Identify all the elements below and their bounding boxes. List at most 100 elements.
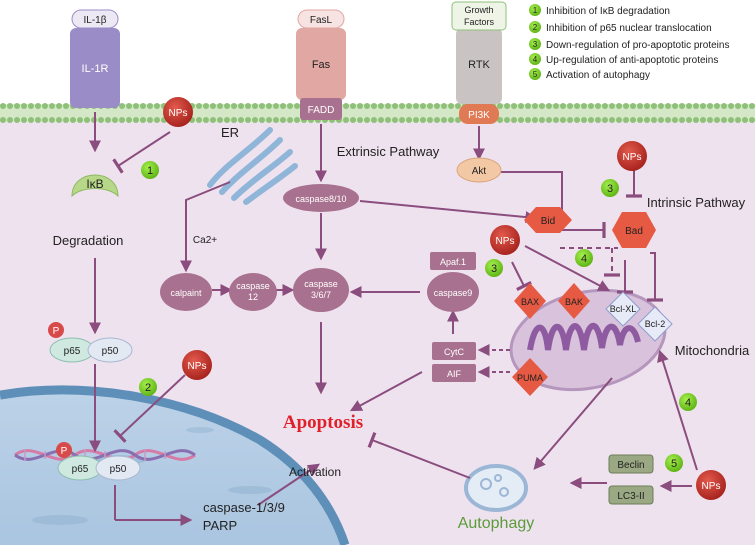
membrane-lipid-head [49, 117, 55, 123]
membrane-lipid-head [427, 103, 433, 109]
membrane-lipid-head [140, 103, 146, 109]
membrane-lipid-head [21, 103, 27, 109]
membrane-lipid-head [14, 117, 20, 123]
membrane-lipid-head [238, 117, 244, 123]
membrane-lipid-head [679, 117, 685, 123]
membrane-lipid-head [693, 117, 699, 123]
membrane-lipid-head [28, 117, 34, 123]
svg-text:Activation of autophagy: Activation of autophagy [546, 70, 650, 81]
membrane-lipid-head [595, 117, 601, 123]
membrane-lipid-head [259, 117, 265, 123]
membrane-lipid-head [539, 103, 545, 109]
membrane-lipid-head [497, 103, 503, 109]
membrane-lipid-head [630, 103, 636, 109]
membrane-lipid-head [588, 103, 594, 109]
membrane-lipid-head [623, 103, 629, 109]
badge-3b: 3 [485, 259, 503, 277]
membrane-lipid-head [378, 117, 384, 123]
svg-text:1: 1 [147, 165, 153, 177]
caspase367-node: caspase 3/6/7 [293, 268, 349, 312]
membrane-lipid-head [644, 117, 650, 123]
pathway-connectors [89, 112, 698, 526]
membrane-lipid-head [721, 103, 727, 109]
membrane-lipid-head [455, 117, 461, 123]
membrane-lipid-head [266, 117, 272, 123]
membrane-lipid-head [385, 103, 391, 109]
membrane-lipid-head [553, 117, 559, 123]
membrane-lipid-head [119, 117, 125, 123]
nps-particle-5: NPs [696, 470, 726, 500]
membrane-lipid-head [665, 103, 671, 109]
legend: 1 Inhibition of IκB degradation 2 Inhibi… [529, 4, 729, 81]
membrane-lipid-head [434, 117, 440, 123]
membrane-lipid-head [581, 117, 587, 123]
membrane-lipid-head [532, 103, 538, 109]
growth-factors-line2: Factors [464, 17, 495, 27]
membrane-lipid-head [343, 117, 349, 123]
membrane-lipid-head [609, 117, 615, 123]
aif-node: AIF [432, 364, 476, 382]
membrane-lipid-head [574, 103, 580, 109]
bcl2-node: Bcl-2 [637, 306, 673, 342]
membrane-lipid-head [0, 103, 6, 109]
membrane-lipid-head [644, 103, 650, 109]
membrane-lipid-head [84, 117, 90, 123]
nfkb-complex-nucleus: P p65 p50 [56, 442, 141, 481]
membrane-lipid-head [238, 103, 244, 109]
membrane-lipid-head [399, 103, 405, 109]
bak-label: BAK [565, 297, 583, 307]
beclin-label: Beclin [617, 460, 644, 471]
nps-particle-1: NPs [163, 97, 193, 127]
membrane-lipid-head [112, 117, 118, 123]
membrane-lipid-head [539, 117, 545, 123]
svg-text:Inhibition of p65 nuclear tran: Inhibition of p65 nuclear translocation [546, 23, 712, 34]
membrane-lipid-head [140, 117, 146, 123]
badge-1: 1 [141, 161, 159, 179]
svg-text:3: 3 [491, 263, 497, 275]
membrane-lipid-head [441, 117, 447, 123]
membrane-lipid-head [714, 103, 720, 109]
membrane-lipid-head [448, 117, 454, 123]
membrane-lipid-head [196, 117, 202, 123]
membrane-lipid-head [441, 103, 447, 109]
membrane-lipid-head [455, 103, 461, 109]
caspase9-node: Apaf.1 caspase9 [427, 252, 479, 312]
svg-text:5: 5 [671, 458, 677, 470]
membrane-lipid-head [224, 103, 230, 109]
membrane-lipid-head [357, 103, 363, 109]
membrane-lipid-head [280, 117, 286, 123]
membrane-lipid-head [252, 117, 258, 123]
membrane-lipid-head [42, 103, 48, 109]
cytc-node: CytC [432, 342, 476, 360]
membrane-lipid-head [371, 103, 377, 109]
bid-node: Bid [524, 207, 572, 233]
membrane-lipid-head [651, 117, 657, 123]
svg-text:3: 3 [607, 183, 613, 195]
apoptosis-label: Apoptosis [283, 412, 363, 433]
extrinsic-pathway-label: Extrinsic Pathway [337, 144, 440, 159]
il1b-label: IL-1β [84, 15, 107, 26]
membrane-lipid-head [672, 103, 678, 109]
membrane-lipid-head [196, 103, 202, 109]
puma-label: PUMA [517, 373, 543, 383]
cytc-label: CytC [444, 347, 465, 357]
membrane-lipid-head [224, 117, 230, 123]
endoplasmic-reticulum [207, 127, 298, 205]
er-label: ER [221, 125, 239, 140]
membrane-lipid-head [399, 117, 405, 123]
membrane-lipid-head [560, 117, 566, 123]
svg-text:NPs: NPs [188, 361, 207, 372]
membrane-lipid-head [616, 103, 622, 109]
caspase810-node: caspase8/10 [283, 184, 359, 212]
membrane-lipid-head [413, 103, 419, 109]
membrane-lipid-head [280, 103, 286, 109]
aif-label: AIF [447, 369, 462, 379]
caspase9-label: caspase9 [434, 288, 473, 298]
membrane-lipid-head [581, 103, 587, 109]
membrane-lipid-head [217, 103, 223, 109]
membrane-lipid-head [287, 117, 293, 123]
membrane-lipid-head [637, 117, 643, 123]
bak-node: BAK [558, 283, 590, 319]
nps-particle-3: NPs [617, 141, 647, 171]
